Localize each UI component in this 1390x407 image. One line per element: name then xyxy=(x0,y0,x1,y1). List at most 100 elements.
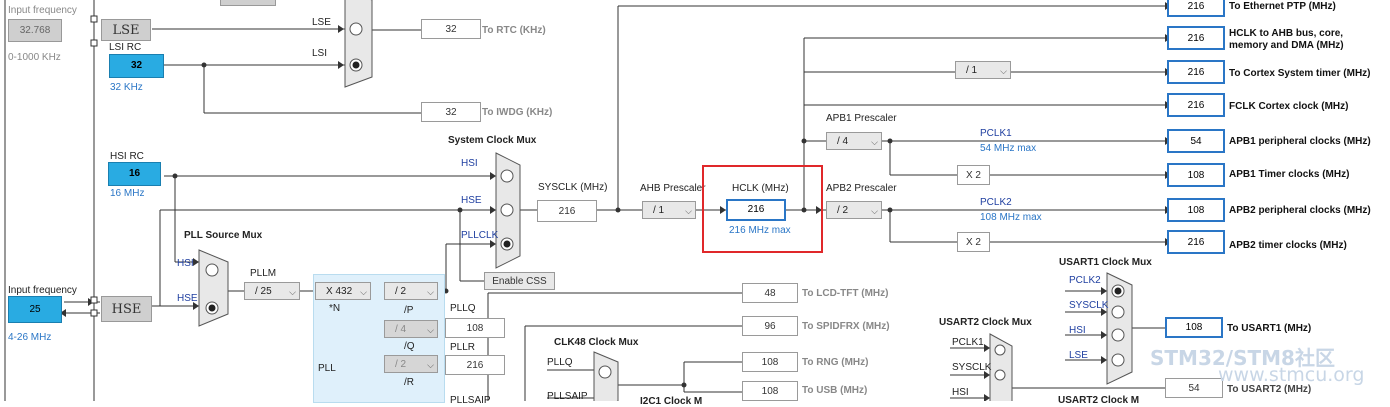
spdifrx-label: To SPIDFRX (MHz) xyxy=(802,321,890,332)
rtc-mux-lse-label: LSE xyxy=(312,17,331,28)
apb2-prescaler-select[interactable]: / 2⌵ xyxy=(826,201,882,219)
pll-source-mux-title: PLL Source Mux xyxy=(184,230,263,241)
usb-value[interactable]: 108 xyxy=(742,381,798,401)
chevron-down-icon: ⌵ xyxy=(289,287,296,297)
pllq-value[interactable]: 108 xyxy=(445,318,505,338)
output-apb2-timer-value[interactable]: 216 xyxy=(1167,230,1225,254)
hsi-title: HSI RC xyxy=(110,151,144,162)
output-cortex-timer-value[interactable]: 216 xyxy=(1167,60,1225,84)
hse-button[interactable]: HSE xyxy=(101,296,152,322)
i2c1-clock-mux-title: I2C1 Clock M xyxy=(640,396,703,407)
usart1-value[interactable]: 108 xyxy=(1165,317,1223,338)
usart1-hsi-label: HSI xyxy=(1069,325,1086,336)
apb2-timer-multiplier: X 2 xyxy=(957,232,990,252)
output-fclk-label: FCLK Cortex clock (MHz) xyxy=(1229,101,1349,112)
hsi-sub: 16 MHz xyxy=(110,188,145,199)
output-hclk-value[interactable]: 216 xyxy=(1167,26,1225,50)
lsi-sub: 32 KHz xyxy=(110,82,143,93)
chevron-down-icon: ⌵ xyxy=(360,287,367,297)
plln-label: *N xyxy=(329,303,341,314)
output-apb1-timer-label: APB1 Timer clocks (MHz) xyxy=(1229,169,1350,180)
clk48-pllq-label: PLLQ xyxy=(547,357,573,368)
apb1-prescaler-select[interactable]: / 4⌵ xyxy=(826,132,882,150)
output-hclk-label-2: memory and DMA (MHz) xyxy=(1229,40,1344,51)
rtc-label: To RTC (KHz) xyxy=(482,25,546,36)
cortex-timer-divider-select[interactable]: / 1⌵ xyxy=(955,61,1011,79)
pclk1-max: 54 MHz max xyxy=(980,143,1037,154)
output-ethernet-ptp-value[interactable]: 216 xyxy=(1167,0,1225,17)
lsi-title: LSI RC xyxy=(109,42,142,53)
lse-frequency-range: 0-1000 KHz xyxy=(8,52,61,63)
usart1-lse-label: LSE xyxy=(1069,350,1088,361)
usart2-value[interactable]: 54 xyxy=(1165,378,1223,398)
output-apb2-peripheral-value[interactable]: 108 xyxy=(1167,198,1225,222)
usart2-mux-title: USART2 Clock Mux xyxy=(939,317,1032,328)
hclk-value[interactable]: 216 xyxy=(726,199,786,221)
lse-input-frequency-field[interactable]: 32.768 xyxy=(8,19,62,42)
sysclk-value[interactable]: 216 xyxy=(537,200,597,222)
rng-value[interactable]: 108 xyxy=(742,352,798,372)
clk48-mux-title: CLK48 Clock Mux xyxy=(554,337,639,348)
chevron-down-icon: ⌵ xyxy=(871,206,878,216)
pll-label: PLL xyxy=(318,363,336,374)
chevron-down-icon: ⌵ xyxy=(871,137,878,147)
hse-frequency-range: 4-26 MHz xyxy=(8,332,52,343)
pll-src-hsi-label: HSI xyxy=(177,258,194,269)
hclk-highlight-box xyxy=(702,165,823,253)
pllp-select[interactable]: / 2⌵ xyxy=(384,282,438,300)
usart1-mux-title: USART1 Clock Mux xyxy=(1059,257,1152,268)
lcd-tft-value[interactable]: 48 xyxy=(742,283,798,303)
system-clock-mux[interactable] xyxy=(496,163,520,257)
usart1-label: To USART1 (MHz) xyxy=(1227,323,1312,334)
usb-label: To USB (MHz) xyxy=(802,385,868,396)
output-apb1-peripheral-value[interactable]: 54 xyxy=(1167,129,1225,153)
output-apb2-peripheral-label: APB2 peripheral clocks (MHz) xyxy=(1229,205,1371,216)
usart2-pclk1-label: PCLK1 xyxy=(952,337,984,348)
pllm-select[interactable]: / 25⌵ xyxy=(244,282,300,300)
sys-mux-hsi-label: HSI xyxy=(461,158,478,169)
hclk-label: HCLK (MHz) xyxy=(732,183,789,194)
usart1-sysclk-label: SYSCLK xyxy=(1069,300,1109,311)
apb1-timer-multiplier: X 2 xyxy=(957,165,990,185)
input-frequency-label: Input frequency xyxy=(8,5,77,16)
usart2-label: To USART2 (MHz) xyxy=(1227,384,1312,395)
plln-select[interactable]: X 432⌵ xyxy=(315,282,371,300)
spdifrx-value[interactable]: 96 xyxy=(742,316,798,336)
chevron-down-icon: ⌵ xyxy=(685,206,692,216)
pllr-label: PLLR xyxy=(450,342,476,353)
pllp-label: /P xyxy=(404,305,414,316)
chevron-down-icon: ⌵ xyxy=(427,287,434,297)
watermark-url: www.stmcu.org xyxy=(1218,364,1365,386)
rtc-value[interactable]: 32 xyxy=(421,19,481,39)
pllr-select[interactable]: / 2⌵ xyxy=(384,355,438,373)
pllq-label: PLLQ xyxy=(450,303,476,314)
lse-button[interactable]: LSE xyxy=(101,19,151,41)
watermark-title: STM32/STM8社区 xyxy=(1150,346,1335,370)
ahb-prescaler-select[interactable]: / 1⌵ xyxy=(642,201,696,219)
output-apb1-timer-value[interactable]: 108 xyxy=(1167,163,1225,187)
hclk-max: 216 MHz max xyxy=(729,225,791,236)
pllq-div-label: /Q xyxy=(404,341,415,352)
pllq-select[interactable]: / 4⌵ xyxy=(384,320,438,338)
lsi-rc-value[interactable]: 32 xyxy=(109,54,164,78)
output-hclk-label: HCLK to AHB bus, core, xyxy=(1229,28,1344,39)
output-fclk-value[interactable]: 216 xyxy=(1167,93,1225,117)
pll-source-mux[interactable] xyxy=(199,250,228,326)
lse-cut-box xyxy=(220,0,276,6)
hse-input-frequency-field[interactable]: 25 xyxy=(8,296,62,323)
lcd-tft-label: To LCD-TFT (MHz) xyxy=(802,288,889,299)
enable-css-button[interactable]: Enable CSS xyxy=(484,272,555,290)
pclk2-label: PCLK2 xyxy=(980,197,1012,208)
pllr-div-label: /R xyxy=(404,377,414,388)
pllr-value[interactable]: 216 xyxy=(445,355,505,375)
chevron-down-icon: ⌵ xyxy=(427,360,434,370)
sys-mux-pllclk-label: PLLCLK xyxy=(461,230,499,241)
pll-src-hse-label: HSE xyxy=(177,293,198,304)
output-apb2-timer-label: APB2 timer clocks (MHz) xyxy=(1229,240,1347,251)
pclk2-max: 108 MHz max xyxy=(980,212,1042,223)
rtc-mux-lsi-label: LSI xyxy=(312,48,328,59)
hsi-rc-value[interactable]: 16 xyxy=(108,162,161,186)
iwdg-value[interactable]: 32 xyxy=(421,102,481,122)
iwdg-label: To IWDG (KHz) xyxy=(482,107,553,118)
chevron-down-icon: ⌵ xyxy=(1000,66,1007,76)
